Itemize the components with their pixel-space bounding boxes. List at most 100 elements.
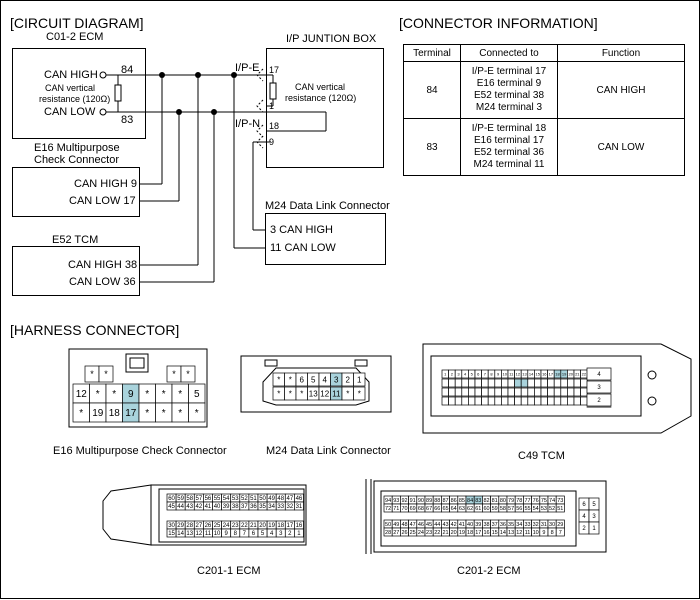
m24-pin-label: *	[346, 389, 349, 398]
c49-pin	[521, 388, 528, 396]
c49-pin	[508, 379, 515, 387]
e16-pin-label: *	[79, 408, 83, 419]
c49-pin	[462, 397, 469, 405]
c201-2-pin-label: 29	[557, 522, 563, 528]
c201-1-pin-label: 11	[205, 531, 212, 537]
c49-pin	[574, 379, 581, 387]
m24-pin-label: 1	[357, 375, 362, 384]
c201-2-pin-label: 27	[393, 530, 399, 536]
c49-pin-label: 14	[529, 371, 534, 376]
e16-pin-label: *	[90, 369, 94, 379]
c49-pin	[581, 379, 588, 387]
c49-pin	[468, 397, 475, 405]
c49-pin-label: 10	[502, 371, 507, 376]
c201-2-pin-label: 76	[533, 498, 539, 504]
c201-2-pin-label: 34	[516, 522, 522, 528]
m24-pin-label: *	[358, 389, 361, 398]
c201-1-pin-label: 13	[186, 531, 193, 537]
c49-pin	[515, 397, 522, 405]
c201-2-pin-label: 46	[418, 522, 424, 528]
m24-pin-label: *	[277, 389, 280, 398]
c201-1-pin-label: 42	[196, 504, 203, 510]
c201-1-pin-label: 57	[196, 496, 203, 502]
c49-pin	[534, 397, 541, 405]
c49-pin	[581, 388, 588, 396]
e16-pin-label: *	[178, 408, 182, 419]
m24-pin-label: *	[277, 375, 280, 384]
c201-2-pin-label: 41	[459, 522, 465, 528]
c201-2-pin-label: 37	[492, 522, 498, 528]
c201-2-pin-label: 80	[500, 498, 506, 504]
c201-2-pin-label: 50	[385, 522, 391, 528]
m24-pin-label: 12	[320, 389, 329, 398]
c49-pin	[495, 388, 502, 396]
c201-2-pin-label: 43	[442, 522, 448, 528]
c201-2-pin-label: 30	[549, 522, 555, 528]
c201-2-pin-label: 48	[401, 522, 407, 528]
c201-1-pin-label: 34	[268, 504, 275, 510]
c49-pin	[482, 379, 489, 387]
c49-pin	[442, 397, 449, 405]
e16-pin-label: *	[145, 389, 149, 400]
c201-2-pin-label: 68	[418, 506, 424, 512]
c201-1-pin-label: 56	[205, 496, 212, 502]
e16-pin-label: *	[178, 389, 182, 400]
e16-pin-label: *	[186, 369, 190, 379]
c201-2-pin-label: 65	[442, 506, 448, 512]
c201-2-pin-label: 21	[442, 530, 448, 536]
c201-2-pin-label: 53	[541, 506, 547, 512]
c49-pin-label: 20	[568, 371, 573, 376]
c201-2-pin-label: 88	[434, 498, 440, 504]
e16-pin-label: *	[96, 389, 100, 400]
c201-1-pin-label: 47	[287, 496, 294, 502]
e16-caption: E16 Multipurpose Check Connector	[53, 445, 227, 457]
c49-pin	[528, 379, 535, 387]
c49-pin	[554, 388, 561, 396]
c49-pin	[541, 388, 548, 396]
c201-1-pin-label: 55	[214, 496, 221, 502]
c201-1-caption: C201-1 ECM	[197, 565, 261, 577]
c49-pin	[442, 388, 449, 396]
c49-pin	[567, 388, 574, 396]
c49-pin	[508, 388, 515, 396]
c201-1-pin-label: 15	[168, 531, 175, 537]
c201-2-pin-label: 33	[524, 522, 530, 528]
c201-2-pin-label: 57	[508, 506, 514, 512]
c49-pin	[495, 379, 502, 387]
c201-2-pin-label: 60	[483, 506, 489, 512]
c201-2-pin-label: 67	[426, 506, 432, 512]
c49-pin	[567, 397, 574, 405]
c201-2-pin-label: 28	[385, 530, 391, 536]
c201-2-pin-label: 54	[533, 506, 539, 512]
m24-pin-label: *	[289, 375, 292, 384]
c201-2-pin-label: 9	[542, 530, 545, 536]
c201-1-pin-label: 51	[250, 496, 257, 502]
m24-caption: M24 Data Link Connector	[266, 445, 391, 457]
c201-1-pin-label: 53	[232, 496, 239, 502]
c201-2-pin-label: 17	[475, 530, 481, 536]
c201-1-pin-label: 31	[296, 504, 303, 510]
c201-2-pin-label: 64	[451, 506, 457, 512]
c49-pin	[521, 397, 528, 405]
c201-2-pin-label: 24	[418, 530, 424, 536]
c201-1-pin-label: 37	[241, 504, 248, 510]
c201-1-pin-label: 48	[277, 496, 284, 502]
c49-pin	[515, 388, 522, 396]
c201-2-pin-label: 47	[410, 522, 416, 528]
c201-1-pin-label: 14	[177, 531, 184, 537]
c49-pin-label: 19	[562, 371, 567, 376]
c201-1-pin-label: 43	[186, 504, 193, 510]
c49-pin	[482, 397, 489, 405]
c49-pin	[442, 379, 449, 387]
c201-2-pin-label: 85	[459, 498, 465, 504]
c201-2-pin-label: 16	[483, 530, 489, 536]
c201-2-pin-label: 77	[524, 498, 530, 504]
c201-2-pin-label: 79	[508, 498, 514, 504]
c201-1-pin-label: 25	[214, 523, 221, 529]
c201-2-pin-label: 20	[451, 530, 457, 536]
c49-pin	[561, 397, 568, 405]
c49-pin-label: 13	[522, 371, 527, 376]
c201-1-pin-label: 26	[205, 523, 212, 529]
c201-1-pin-label: 49	[268, 496, 275, 502]
